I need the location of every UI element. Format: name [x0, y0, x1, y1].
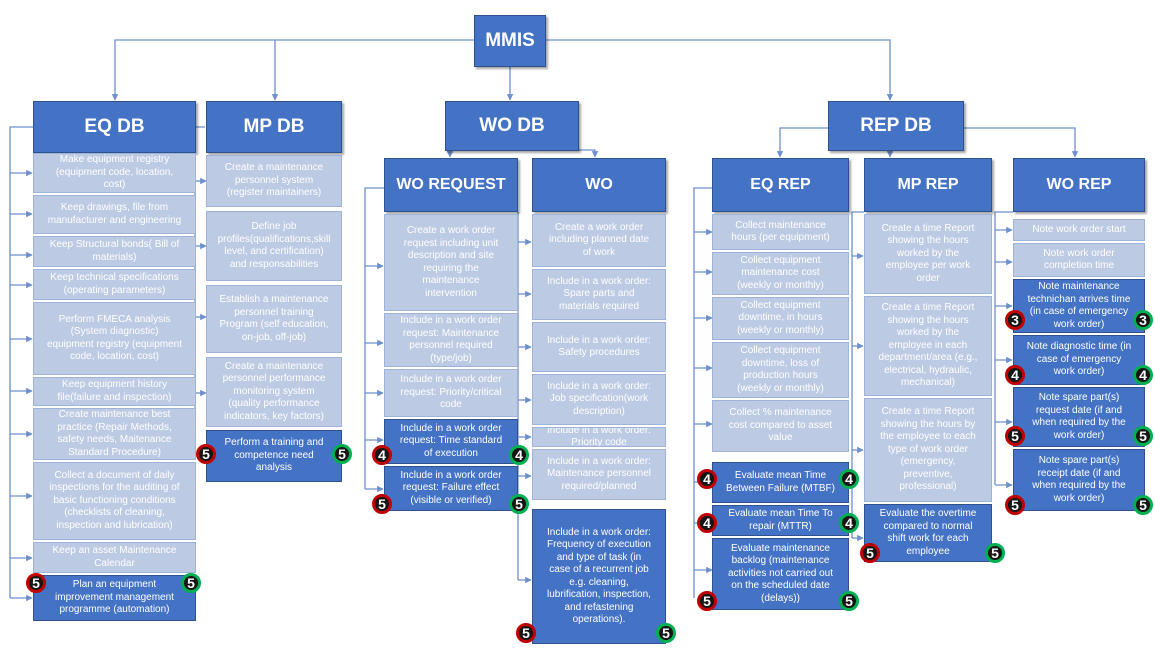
priority-badge: 4: [372, 445, 392, 465]
wo-rep-item: Note spare part(s) receipt date (if and …: [1013, 449, 1145, 511]
wo-item: Include in a work order: Job specificati…: [532, 374, 666, 425]
wo-request-header: WO REQUEST: [384, 158, 518, 212]
wo-db-header: WO DB: [445, 101, 579, 151]
wo-header: WO: [532, 158, 666, 212]
priority-badge: 4: [697, 513, 717, 533]
priority-badge: 5: [181, 573, 201, 593]
mp-rep-header: MP REP: [864, 158, 992, 212]
priority-badge: 4: [509, 445, 529, 465]
wo-rep-item: Note work order start: [1013, 219, 1145, 241]
wo-item: Include in a work order: Spare parts and…: [532, 269, 666, 320]
eq-db-item: Keep technical specifications (operating…: [33, 269, 196, 300]
priority-badge: 4: [1005, 365, 1025, 385]
eq-rep-item: Evaluate mean Time To repair (MTTR): [712, 505, 849, 536]
wo-request-item: Include in a work order request: Failure…: [384, 466, 518, 511]
eq-rep-item: Evaluate mean Time Between Failure (MTBF…: [712, 462, 849, 503]
priority-badge: 5: [839, 591, 859, 611]
eq-db-item: Make equipment registry (equipment code,…: [33, 153, 196, 193]
wo-request-item: Include in a work order request: Time st…: [384, 419, 518, 464]
wo-request-item: Include in a work order request: Mainten…: [384, 313, 518, 367]
eq-db-item: Keep drawings, file from manufacturer an…: [33, 195, 196, 234]
eq-db-item: Create maintenance best practice (Repair…: [33, 408, 196, 460]
eq-rep-item: Collect maintenance hours (per equipment…: [712, 214, 849, 250]
priority-badge: 5: [985, 543, 1005, 563]
wo-rep-item: Note work order completion time: [1013, 243, 1145, 277]
priority-badge: 5: [1133, 495, 1153, 515]
wo-rep-header: WO REP: [1013, 158, 1145, 212]
eq-rep-header: EQ REP: [712, 158, 849, 212]
eq-db-header: EQ DB: [33, 101, 196, 153]
mp-db-item: Create a maintenance personnel performan…: [206, 357, 342, 427]
priority-badge: 5: [516, 623, 536, 643]
wo-rep-item: Note spare part(s) request date (if and …: [1013, 387, 1145, 447]
priority-badge: 4: [839, 469, 859, 489]
mp-rep-item: Create a time Report showing the hours b…: [864, 398, 992, 502]
eq-rep-item: Evaluate maintenance backlog (maintenanc…: [712, 538, 849, 610]
priority-badge: 4: [1133, 365, 1153, 385]
mp-db-item: Define job profiles(qualifications,skill…: [206, 211, 342, 281]
mp-rep-item: Create a time Report showing the hours w…: [864, 214, 992, 294]
eq-db-item: Keep Structural bonds( Bill of materials…: [33, 236, 196, 267]
priority-badge: 5: [697, 591, 717, 611]
mp-db-item: Perform a training and competence need a…: [206, 430, 342, 482]
eq-rep-item: Collect equipment downtime, in hours (we…: [712, 297, 849, 340]
priority-badge: 5: [1005, 426, 1025, 446]
wo-item: Create a work order including planned da…: [532, 214, 666, 267]
priority-badge: 3: [1133, 310, 1153, 330]
rep-db-header: REP DB: [828, 101, 964, 151]
priority-badge: 4: [839, 513, 859, 533]
priority-badge: 3: [1005, 310, 1025, 330]
priority-badge: 5: [860, 543, 880, 563]
priority-badge: 4: [697, 469, 717, 489]
mp-db-header: MP DB: [206, 101, 342, 153]
priority-badge: 5: [196, 444, 216, 464]
wo-rep-item: Note maintenance technichan arrives time…: [1013, 279, 1145, 333]
wo-item: Include in a work order: Priority code: [532, 427, 666, 447]
eq-db-item: Plan an equipment improvement management…: [33, 575, 196, 621]
eq-rep-item: Collect equipment maintenance cost (week…: [712, 252, 849, 295]
wo-request-item: Create a work order request including un…: [384, 214, 518, 311]
wo-rep-item: Note diagnostic time (in case of emergen…: [1013, 335, 1145, 385]
wo-request-item: Include in a work order request: Priorit…: [384, 369, 518, 417]
eq-rep-item: Collect equipment downtime, loss of prod…: [712, 342, 849, 398]
priority-badge: 5: [332, 444, 352, 464]
priority-badge: 5: [1005, 495, 1025, 515]
mp-rep-item: Create a time Report showing the hours w…: [864, 296, 992, 396]
eq-rep-item: Collect % maintenance cost compared to a…: [712, 400, 849, 452]
mp-rep-item: Evaluate the overtime compared to normal…: [864, 504, 992, 562]
root-node-mmis: MMIS: [474, 15, 546, 67]
priority-badge: 5: [372, 494, 392, 514]
priority-badge: 5: [656, 623, 676, 643]
wo-item: Include in a work order: Maintenance per…: [532, 449, 666, 500]
priority-badge: 5: [26, 573, 46, 593]
priority-badge: 5: [509, 494, 529, 514]
mp-db-item: Create a maintenance personnel system (r…: [206, 155, 342, 207]
wo-item: Include in a work order: Frequency of ex…: [532, 509, 666, 644]
wo-item: Include in a work order: Safety procedur…: [532, 322, 666, 372]
eq-db-item: Perform FMECA analysis (System diagnosti…: [33, 302, 196, 375]
priority-badge: 5: [1133, 426, 1153, 446]
eq-db-item: Collect a document of daily inspections …: [33, 462, 196, 540]
eq-db-item: Keep an asset Maintenance Calendar: [33, 542, 196, 573]
mp-db-item: Establish a maintenance personnel traini…: [206, 285, 342, 353]
eq-db-item: Keep equipment history file(failure and …: [33, 377, 196, 406]
